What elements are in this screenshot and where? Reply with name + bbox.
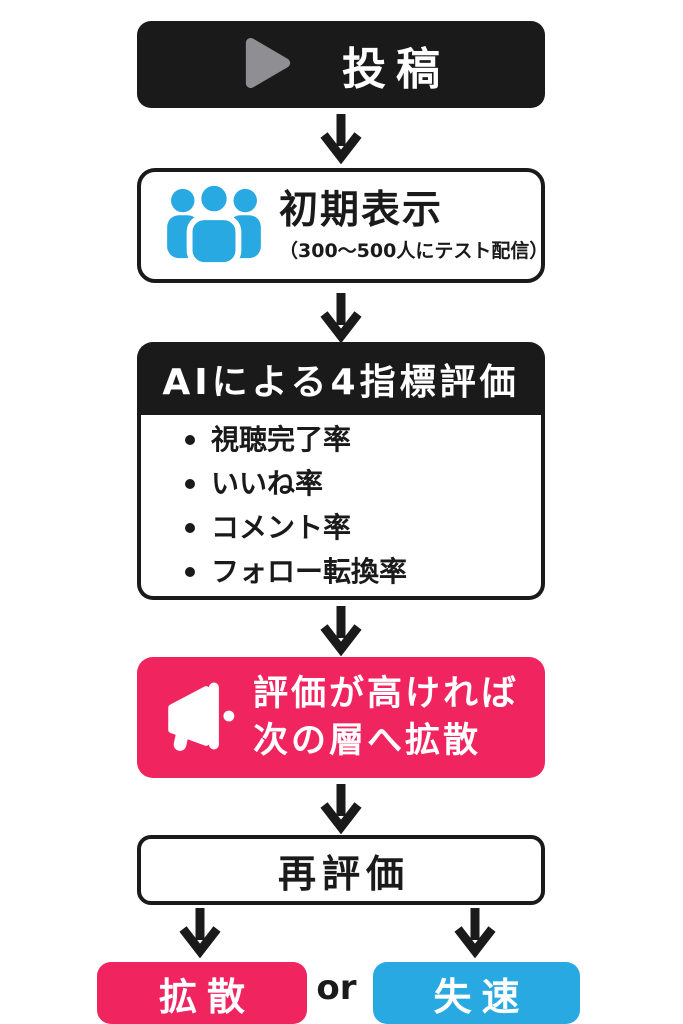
arrow-down-3 xyxy=(318,604,364,657)
metric-list: 視聴完了率 いいね率 コメント率 フォロー転換率 xyxy=(141,418,407,594)
metric-label: コメント率 xyxy=(211,510,352,544)
step-post-box: 投稿 xyxy=(137,21,545,108)
step-initial-subtitle: （300〜500人にテスト配信） xyxy=(279,239,549,262)
arrow-down-right xyxy=(452,906,498,959)
metric-item: 視聴完了率 xyxy=(185,418,407,462)
step-initial-box: 初期表示 （300〜500人にテスト配信） xyxy=(137,168,549,283)
metric-label: フォロー転換率 xyxy=(211,554,408,588)
arrow-down-left xyxy=(177,906,223,959)
step-ai-header: AIによる4指標評価 xyxy=(137,342,545,415)
bullet-icon xyxy=(185,566,195,577)
arrow-down-4 xyxy=(318,782,364,835)
step-ai-box: AIによる4指標評価 視聴完了率 いいね率 コメント率 フォロー転換率 xyxy=(137,342,545,600)
metric-item: フォロー転換率 xyxy=(185,550,407,594)
step-post-label: 投稿 xyxy=(342,43,450,95)
bullet-icon xyxy=(185,522,195,533)
arrow-down-2 xyxy=(318,291,364,344)
metric-label: 視聴完了率 xyxy=(211,422,352,456)
bullet-icon xyxy=(185,434,195,445)
metric-item: コメント率 xyxy=(185,506,407,550)
step-reevaluate-label: 再評価 xyxy=(277,851,410,896)
step-ai-body: 視聴完了率 いいね率 コメント率 フォロー転換率 xyxy=(137,415,545,600)
outcome-stall-box: 失速 xyxy=(373,962,580,1024)
step-spread-line2: 次の層へ拡散 xyxy=(253,720,482,761)
play-icon xyxy=(242,35,294,95)
people-group-icon xyxy=(167,179,261,269)
megaphone-icon xyxy=(161,676,237,760)
step-initial-title: 初期表示 xyxy=(279,187,444,233)
outcome-diffuse-label: 拡散 xyxy=(158,974,255,1019)
step-spread-box: 評価が高ければ 次の層へ拡散 xyxy=(137,657,545,778)
step-spread-line1: 評価が高ければ xyxy=(253,673,520,714)
outcome-stall-label: 失速 xyxy=(433,974,530,1019)
step-reevaluate-box: 再評価 xyxy=(137,835,545,905)
bullet-icon xyxy=(185,478,195,489)
metric-item: いいね率 xyxy=(185,462,407,506)
or-separator: or xyxy=(316,968,357,1008)
arrow-down-1 xyxy=(318,112,364,165)
metric-label: いいね率 xyxy=(211,466,324,500)
outcome-diffuse-box: 拡散 xyxy=(97,962,307,1024)
